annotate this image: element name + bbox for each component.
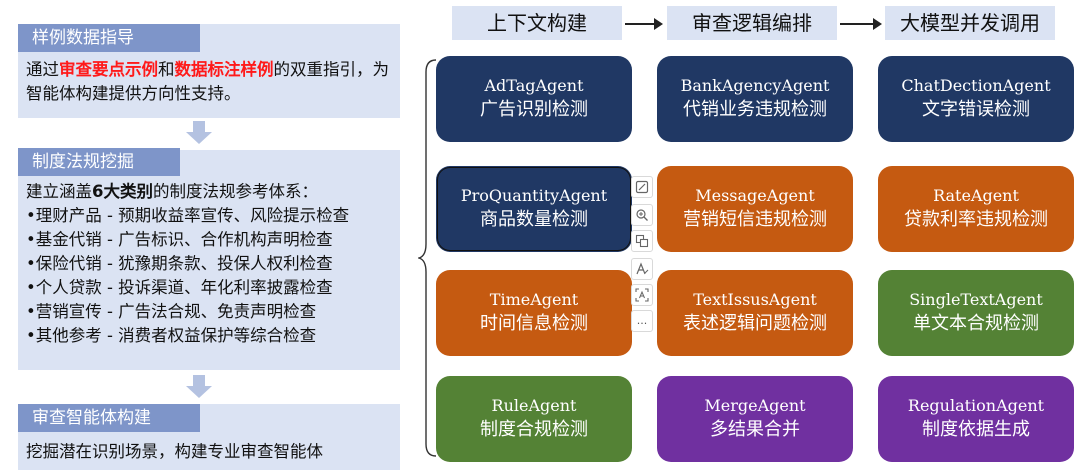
agent-name: TextIssusAgent bbox=[693, 290, 817, 309]
agent-name: RegulationAgent bbox=[907, 396, 1045, 415]
agent-desc: 文字错误检测 bbox=[922, 99, 1030, 120]
down-arrow-icon bbox=[186, 121, 212, 145]
agent-desc: 多结果合并 bbox=[710, 419, 800, 440]
agent-desc: 代销业务违规检测 bbox=[683, 99, 827, 120]
agent-name: SingleTextAgent bbox=[909, 290, 1043, 309]
agent-card-message[interactable]: MessageAgent 营销短信违规检测 bbox=[657, 166, 853, 252]
flow-step-context: 上下文构建 bbox=[452, 6, 622, 40]
highlight-review-points: 审查要点示例 bbox=[59, 60, 158, 79]
agent-name: RateAgent bbox=[933, 186, 1019, 205]
agent-name: MessageAgent bbox=[695, 186, 815, 205]
agent-name: AdTagAgent bbox=[484, 76, 584, 95]
highlight-annotation-samples: 数据标注样例 bbox=[174, 60, 274, 79]
agent-card-time[interactable]: TimeAgent 时间信息检测 bbox=[436, 270, 632, 356]
agent-desc: 单文本合规检测 bbox=[913, 313, 1039, 334]
regulation-item: •个人贷款 - 投诉渠道、年化利率披露检查 bbox=[26, 278, 333, 297]
section-regulation-panel bbox=[18, 150, 400, 370]
agent-desc: 制度依据生成 bbox=[922, 419, 1030, 440]
regulation-item: •营销宣传 - 广告法合规、免责声明检查 bbox=[26, 302, 317, 321]
agent-desc: 商品数量检测 bbox=[480, 209, 588, 230]
agent-card-bankagency[interactable]: BankAgencyAgent 代销业务违规检测 bbox=[657, 56, 853, 142]
agent-desc: 广告识别检测 bbox=[480, 99, 588, 120]
agent-card-singletext[interactable]: SingleTextAgent 单文本合规检测 bbox=[878, 270, 1074, 356]
down-arrow-icon bbox=[186, 375, 212, 399]
regulation-item: •理财产品 - 预期收益率宣传、风险提示检查 bbox=[26, 206, 350, 225]
section-regulation-title: 制度法规挖掘 bbox=[18, 148, 180, 176]
section-guidance-title: 样例数据指导 bbox=[18, 24, 200, 52]
section-regulation-text: 建立涵盖6大类别的制度法规参考体系： •理财产品 - 预期收益率宣传、风险提示检… bbox=[26, 180, 394, 348]
agent-card-rule[interactable]: RuleAgent 制度合规检测 bbox=[436, 376, 632, 462]
regulation-item: •其他参考 - 消费者权益保护等综合检查 bbox=[26, 326, 317, 345]
agent-card-chatdection[interactable]: ChatDectionAgent 文字错误检测 bbox=[878, 56, 1074, 142]
regulation-intro: 建立涵盖6大类别的制度法规参考体系： bbox=[26, 182, 318, 201]
agent-card-regulation[interactable]: RegulationAgent 制度依据生成 bbox=[878, 376, 1074, 462]
agent-card-merge[interactable]: MergeAgent 多结果合并 bbox=[657, 376, 853, 462]
agent-name: BankAgencyAgent bbox=[680, 76, 830, 95]
agent-desc: 贷款利率违规检测 bbox=[904, 209, 1048, 230]
agent-desc: 制度合规检测 bbox=[480, 419, 588, 440]
more-icon[interactable]: ... bbox=[631, 310, 653, 332]
agent-desc: 营销短信违规检测 bbox=[683, 209, 827, 230]
agent-card-rate[interactable]: RateAgent 贷款利率违规检测 bbox=[878, 166, 1074, 252]
agent-card-textissus[interactable]: TextIssusAgent 表述逻辑问题检测 bbox=[657, 270, 853, 356]
agent-card-adtag[interactable]: AdTagAgent 广告识别检测 bbox=[436, 56, 632, 142]
ocr-icon[interactable] bbox=[631, 284, 653, 306]
section-guidance-text: 通过审查要点示例和数据标注样例的双重指引，为智能体构建提供方向性支持。 bbox=[26, 60, 389, 103]
regulation-item: •保险代销 - 犹豫期条款、投保人权利检查 bbox=[26, 254, 333, 273]
agent-name: MergeAgent bbox=[704, 396, 806, 415]
agent-name: ProQuantityAgent bbox=[460, 186, 608, 205]
text-style-icon[interactable] bbox=[631, 258, 653, 280]
agent-name: ChatDectionAgent bbox=[901, 76, 1051, 95]
right-arrow-icon bbox=[625, 18, 663, 30]
flow-step-orchestration: 审查逻辑编排 bbox=[667, 6, 837, 40]
agent-desc: 时间信息检测 bbox=[480, 313, 588, 334]
agent-desc: 表述逻辑问题检测 bbox=[683, 313, 827, 334]
zoom-icon[interactable] bbox=[631, 204, 653, 226]
agent-name: TimeAgent bbox=[489, 290, 579, 309]
flow-step-llm-calls: 大模型并发调用 bbox=[885, 6, 1055, 40]
agent-card-proquantity[interactable]: ProQuantityAgent 商品数量检测 bbox=[436, 166, 632, 252]
regulation-item: •基金代销 - 广告标识、合作机构声明检查 bbox=[26, 230, 333, 249]
left-brace-icon bbox=[418, 59, 437, 457]
right-arrow-icon bbox=[840, 18, 882, 30]
section-agent-build-title: 审查智能体构建 bbox=[18, 404, 200, 432]
copy-icon[interactable] bbox=[631, 230, 653, 252]
agent-name: RuleAgent bbox=[491, 396, 577, 415]
section-agent-build-text: 挖掘潜在识别场景，构建专业审查智能体 bbox=[26, 442, 323, 461]
image-edit-icon[interactable] bbox=[631, 176, 653, 198]
